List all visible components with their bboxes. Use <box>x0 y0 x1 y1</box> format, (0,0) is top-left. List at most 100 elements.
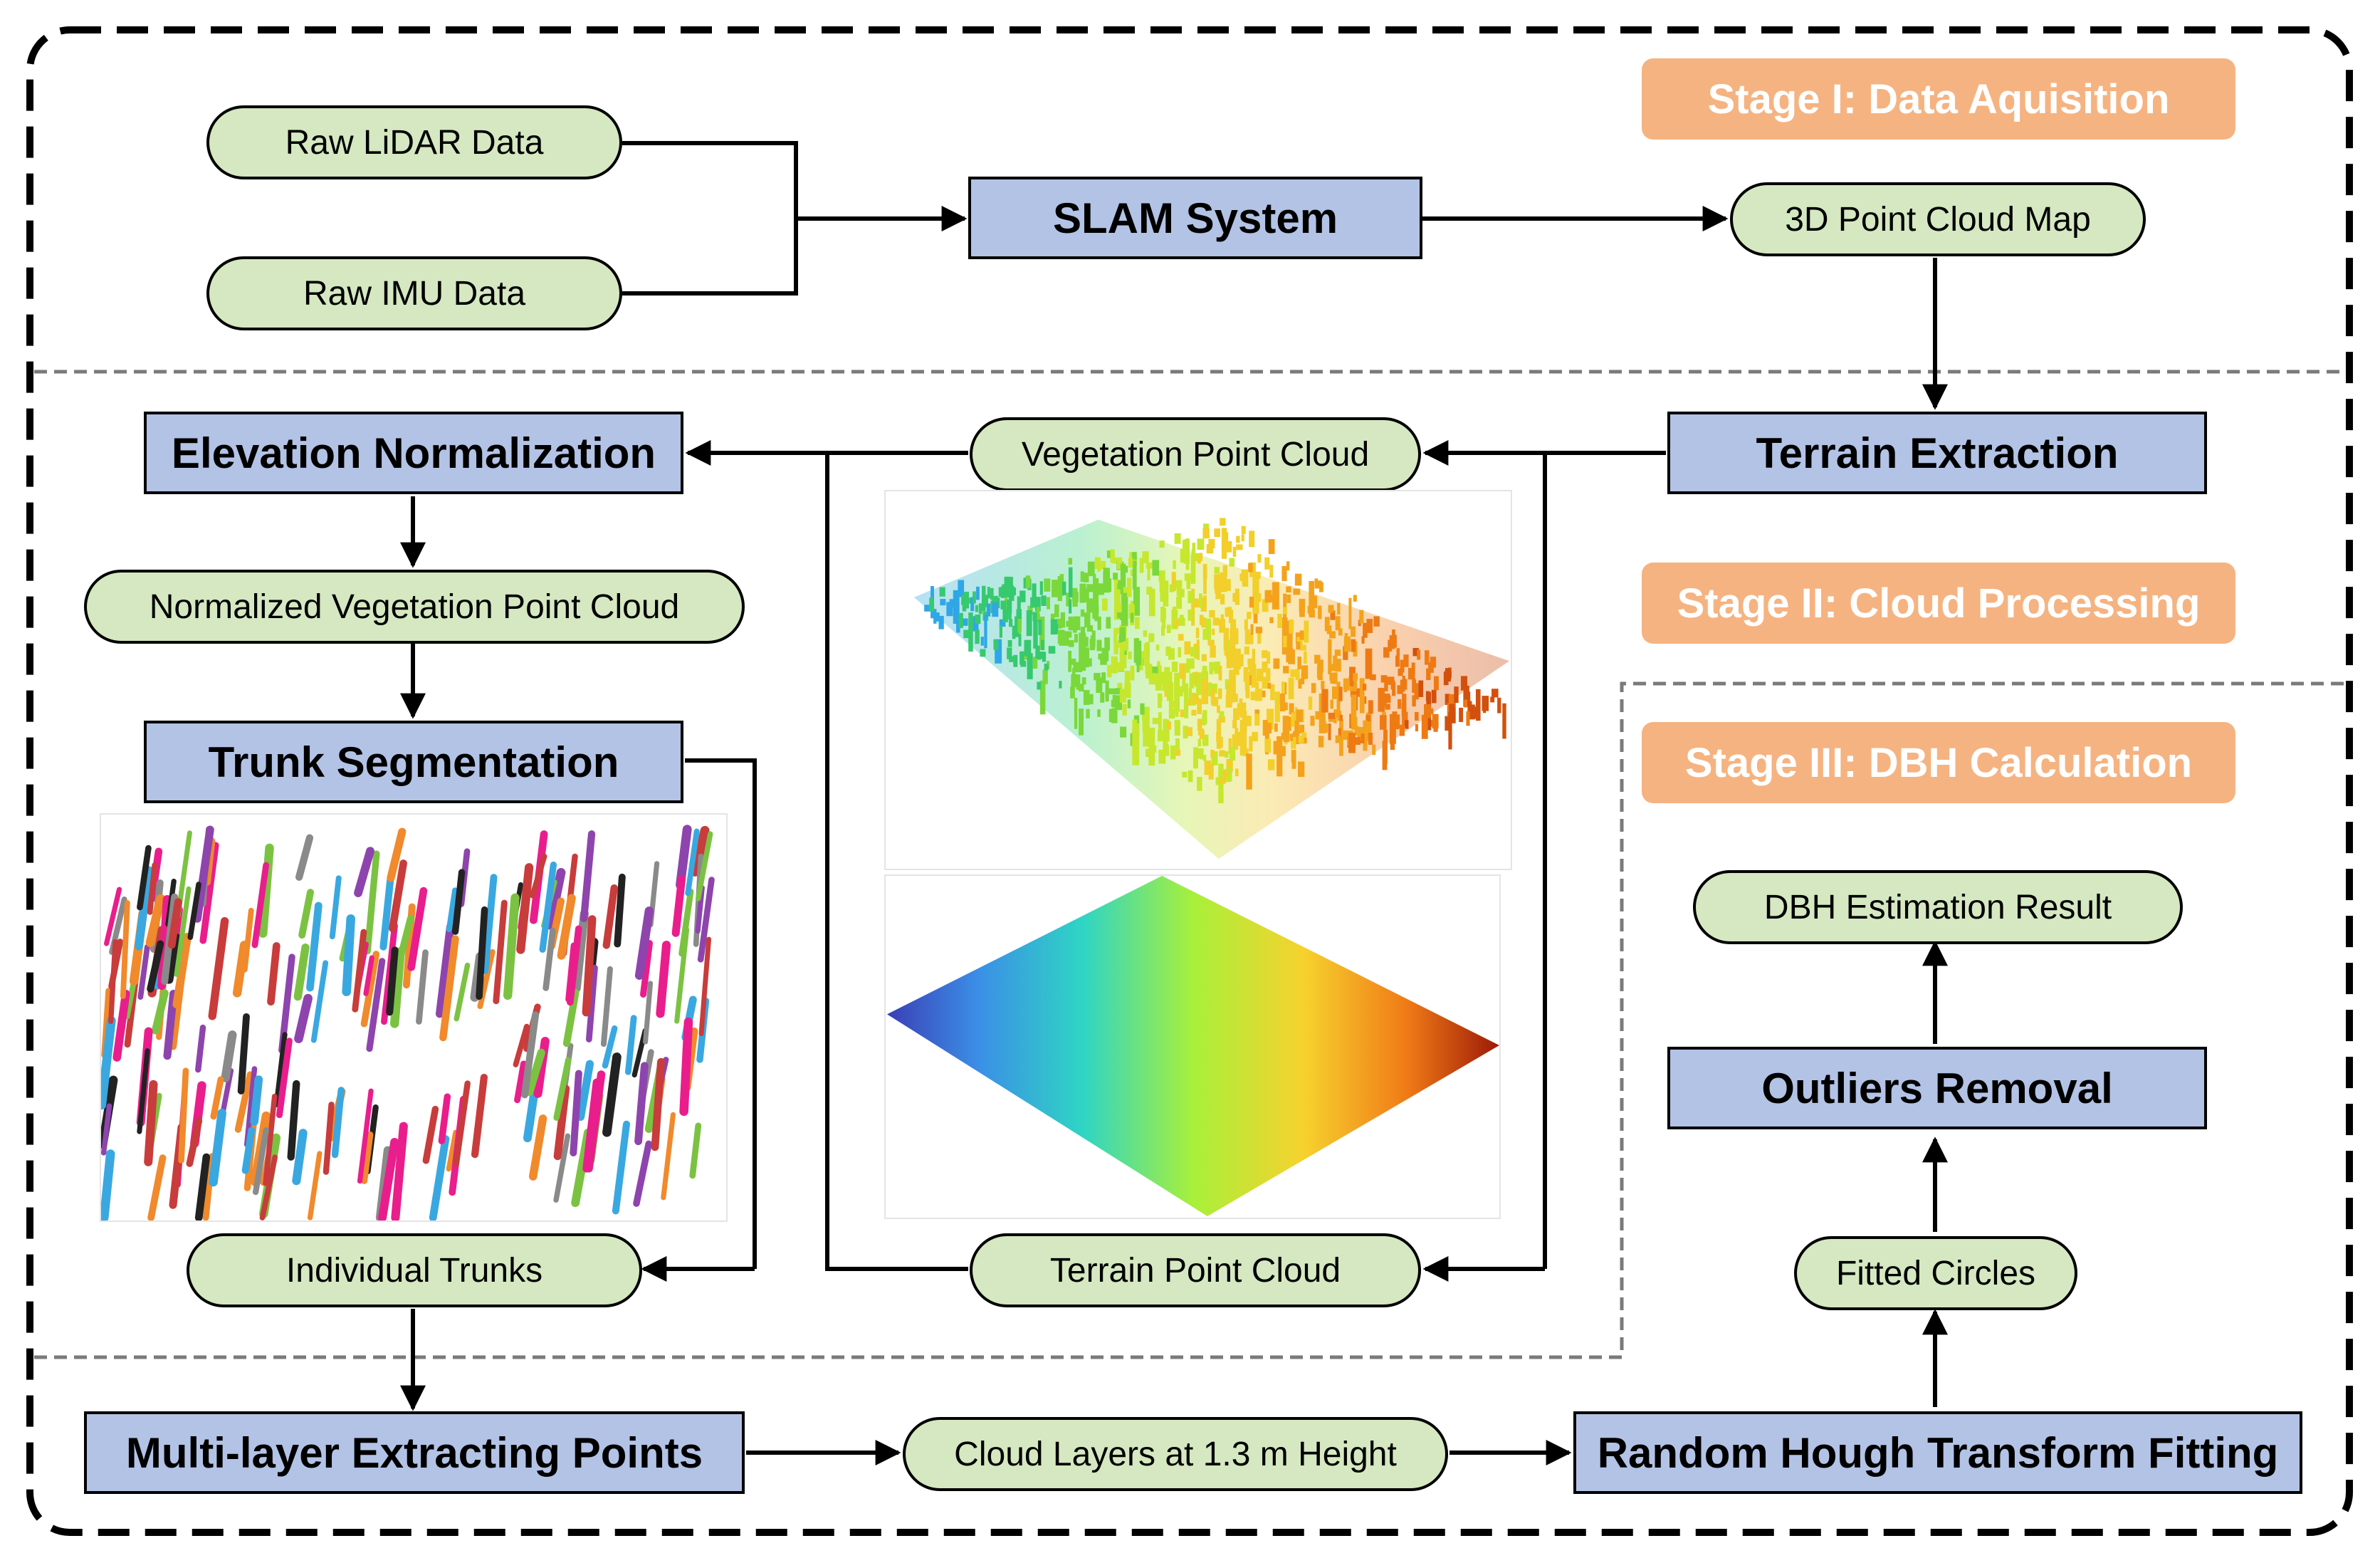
vegetation-point <box>1464 699 1467 708</box>
vegetation-point <box>1361 733 1365 743</box>
trunk-segment <box>101 1103 112 1156</box>
vegetation-point <box>1289 733 1294 741</box>
vegetation-point <box>1089 694 1094 705</box>
vegetation-point <box>1339 714 1343 721</box>
vegetation-point <box>1089 658 1092 667</box>
vegetation-point <box>1197 538 1205 550</box>
vegetation-point <box>1064 637 1069 646</box>
vegetation-point <box>1163 607 1166 620</box>
vegetation-point <box>1159 540 1165 548</box>
vegetation-point <box>1148 673 1156 685</box>
vegetation-point <box>984 615 987 649</box>
vegetation-point <box>1262 599 1269 612</box>
vegetation-point <box>940 599 946 606</box>
vegetation-point <box>1199 730 1205 739</box>
trunk-segment <box>108 939 124 990</box>
vegetation-point <box>1434 676 1439 691</box>
vegetation-point <box>1388 676 1395 685</box>
fitted-circles-node: Fitted Circles <box>1794 1236 2077 1310</box>
vegetation-point <box>1273 658 1280 669</box>
vegetation-point <box>1175 738 1180 750</box>
vegetation-point <box>1037 681 1042 690</box>
vegetation-point <box>1071 674 1078 688</box>
vegetation-point <box>1324 617 1330 632</box>
vegetation-point <box>1217 736 1223 748</box>
vegetation-point <box>1120 726 1127 738</box>
trunk-segment <box>685 828 700 896</box>
vegetation-point <box>1454 686 1459 704</box>
vegetation-point <box>1205 618 1212 640</box>
vegetation-point <box>970 597 975 612</box>
vegetation-point <box>1251 678 1257 688</box>
vegetation-point <box>1229 558 1235 567</box>
vegetation-point <box>1301 732 1307 742</box>
vegetation-point <box>1134 617 1140 629</box>
trunk-segment <box>471 1073 488 1159</box>
vegetation-point <box>1328 605 1334 613</box>
vegetation-point <box>1130 733 1134 746</box>
vegetation-point <box>1354 726 1359 736</box>
vegetation-point <box>1245 676 1250 699</box>
trunk-segment <box>643 981 654 1045</box>
vegetation-point <box>1412 647 1419 657</box>
vegetation-point <box>1081 677 1086 685</box>
vegetation-point <box>1100 692 1105 703</box>
vegetation-point <box>1185 699 1191 706</box>
vegetation-point <box>1218 716 1225 723</box>
vegetation-point <box>1070 686 1075 699</box>
vegetation-point <box>1192 543 1196 555</box>
vegetation-point <box>953 590 960 624</box>
vegetation-point <box>1448 711 1452 750</box>
vegetation-point <box>1220 594 1225 605</box>
vegetation-point <box>1155 644 1160 651</box>
vegetation-point <box>1319 582 1323 592</box>
vegetation-point <box>1123 654 1127 669</box>
vegetation-point <box>1206 544 1213 554</box>
vegetation-point <box>1087 561 1095 577</box>
vegetation-point <box>1188 770 1193 783</box>
vegetation-point <box>1338 728 1341 738</box>
vegetation-point <box>1222 532 1229 548</box>
trunk-segment <box>364 850 380 955</box>
trunk-segment <box>582 915 597 1017</box>
vegetation-point <box>1175 749 1181 756</box>
trunk-segment <box>633 1140 652 1207</box>
trunk-segment <box>454 962 471 1022</box>
vegetation-point <box>1190 554 1196 584</box>
vegetation-point <box>1140 651 1148 659</box>
vegetation-point <box>1186 574 1191 590</box>
trunk-segment <box>453 1080 471 1167</box>
vegetation-point <box>987 587 990 599</box>
trunk-segment <box>545 868 566 930</box>
vegetation-point <box>1290 669 1296 677</box>
vegetation-point <box>990 587 994 600</box>
vegetation-point <box>1201 671 1209 704</box>
vegetation-point <box>1250 624 1254 635</box>
trunk-segment <box>186 1117 203 1167</box>
trunk-segment <box>112 989 130 1062</box>
trunk-segment <box>147 862 158 915</box>
vegetation-point <box>1433 721 1438 732</box>
vegetation-point <box>1197 718 1202 731</box>
vegetation-point <box>1176 596 1183 610</box>
vegetation-point <box>1188 610 1193 621</box>
trunk-segment <box>273 1032 288 1107</box>
vegetation-point <box>1146 562 1153 569</box>
vegetation-point <box>1417 649 1421 660</box>
vegetation-point <box>1162 671 1169 691</box>
vegetation-point <box>1086 649 1089 660</box>
trunk-segment <box>241 1126 256 1174</box>
vegetation-point <box>1174 672 1180 712</box>
vegetation-point <box>1086 584 1094 592</box>
vegetation-point <box>975 614 981 624</box>
trunk-segment <box>137 1048 150 1134</box>
vegetation-point <box>1212 696 1219 706</box>
trunk-segment <box>137 943 150 1000</box>
vegetation-point <box>1117 682 1123 689</box>
vegetation-point <box>1202 754 1207 761</box>
vegetation-point <box>1335 735 1341 743</box>
vegetation-point <box>1314 654 1321 664</box>
trunk-segment <box>208 916 229 1020</box>
vegetation-point <box>986 603 991 617</box>
vegetation-point <box>1229 669 1236 703</box>
